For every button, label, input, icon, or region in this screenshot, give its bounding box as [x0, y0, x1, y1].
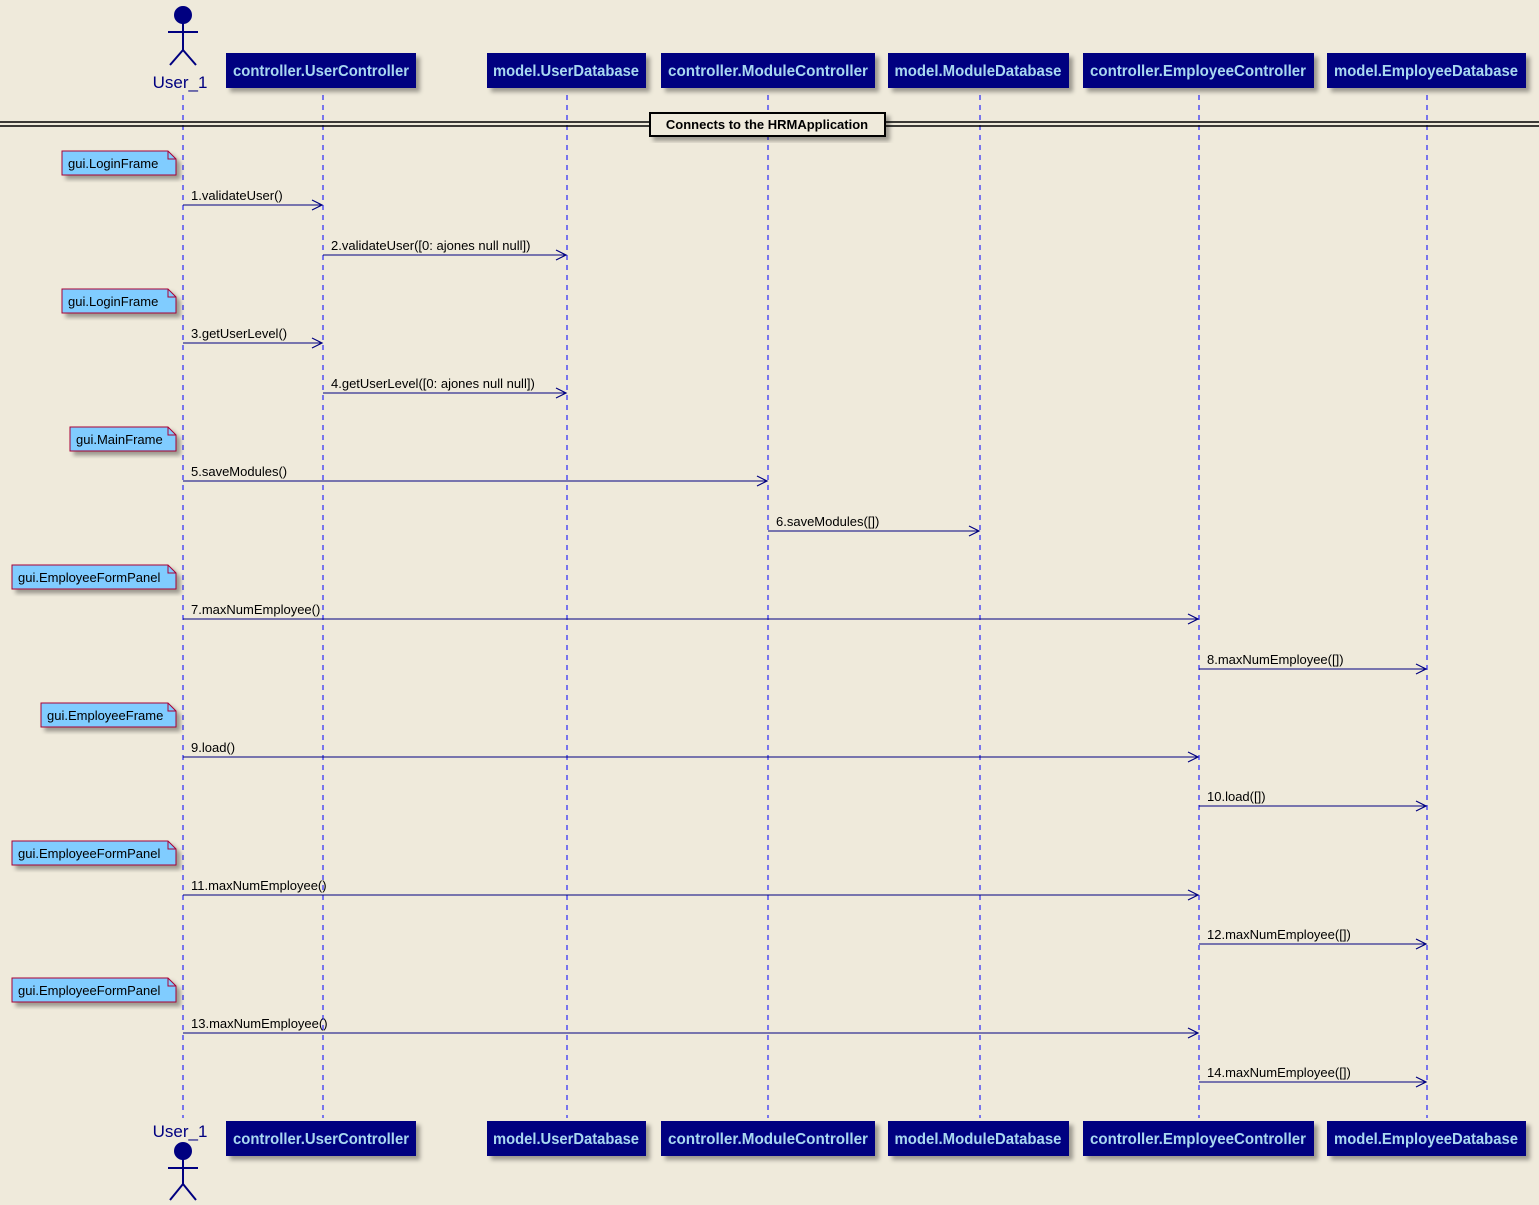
arrow-head-icon [1187, 613, 1200, 625]
message-label: 11.maxNumEmployee() [191, 878, 327, 893]
arrow-head-icon [1415, 663, 1428, 675]
arrow-head-icon [1187, 1027, 1200, 1039]
message: 3.getUserLevel() [183, 326, 324, 349]
participant-user-controller-bottom[interactable]: controller.UserController [226, 1121, 416, 1156]
actor-figure-icon [168, 6, 198, 66]
note: gui.EmployeeFrame [40, 702, 177, 728]
note: gui.LoginFrame [61, 150, 177, 176]
arrow-head-icon [311, 199, 324, 211]
note: gui.EmployeeFormPanel [11, 840, 177, 866]
actor-user-1-bottom[interactable]: User_1 [153, 1122, 208, 1201]
arrow-head-icon [968, 525, 981, 537]
message-label: 5.saveModules() [191, 464, 287, 479]
actor-label: User_1 [153, 1122, 208, 1141]
participant-user-database-top[interactable]: model.UserDatabase [487, 53, 646, 88]
note: gui.EmployeeFormPanel [11, 977, 177, 1003]
arrow-head-icon [311, 337, 324, 349]
participant-module-database-bottom[interactable]: model.ModuleDatabase [888, 1121, 1069, 1156]
note-label: gui.EmployeeFormPanel [18, 570, 160, 585]
note-label: gui.EmployeeFormPanel [18, 983, 160, 998]
message: 6.saveModules([]) [768, 514, 981, 537]
actor-label: User_1 [153, 73, 208, 92]
message: 2.validateUser([0: ajones null null]) [323, 238, 568, 261]
actor-figure-icon [168, 1142, 198, 1201]
arrow-head-icon [1187, 751, 1200, 763]
participant-module-controller-top[interactable]: controller.ModuleController [661, 53, 875, 88]
participant-label: model.EmployeeDatabase [1334, 1131, 1518, 1148]
participant-employee-database-bottom[interactable]: model.EmployeeDatabase [1327, 1121, 1526, 1156]
notes: gui.LoginFrame gui.LoginFrame gui.MainFram… [11, 150, 177, 1003]
message: 4.getUserLevel([0: ajones null null]) [323, 376, 568, 399]
participant-module-controller-bottom[interactable]: controller.ModuleController [661, 1121, 875, 1156]
participant-label: controller.EmployeeController [1090, 63, 1306, 80]
message-label: 4.getUserLevel([0: ajones null null]) [331, 376, 535, 391]
message-label: 1.validateUser() [191, 188, 283, 203]
arrow-head-icon [1415, 1076, 1428, 1088]
participant-label: model.ModuleDatabase [895, 1131, 1062, 1148]
arrow-head-icon [1187, 889, 1200, 901]
participant-label: controller.EmployeeController [1090, 1131, 1306, 1148]
message: 10.load([]) [1199, 789, 1428, 812]
message-label: 7.maxNumEmployee() [191, 602, 320, 617]
participant-label: model.UserDatabase [493, 1131, 639, 1148]
arrow-head-icon [555, 387, 568, 399]
note-label: gui.LoginFrame [68, 294, 158, 309]
arrow-head-icon [1415, 938, 1428, 950]
participant-user-database-bottom[interactable]: model.UserDatabase [487, 1121, 646, 1156]
message-label: 14.maxNumEmployee([]) [1207, 1065, 1351, 1080]
note: gui.MainFrame [69, 426, 177, 452]
note: gui.EmployeeFormPanel [11, 564, 177, 590]
note-label: gui.MainFrame [76, 432, 163, 447]
message-label: 6.saveModules([]) [776, 514, 879, 529]
participant-module-database-top[interactable]: model.ModuleDatabase [888, 53, 1069, 88]
participant-label: model.UserDatabase [493, 63, 639, 80]
participant-label: controller.UserController [233, 63, 409, 80]
message-label: 2.validateUser([0: ajones null null]) [331, 238, 530, 253]
divider-label: Connects to the HRMApplication [666, 117, 868, 132]
participant-employee-database-top[interactable]: model.EmployeeDatabase [1327, 53, 1526, 88]
arrow-head-icon [1415, 800, 1428, 812]
participant-label: controller.ModuleController [668, 1131, 868, 1148]
message: 7.maxNumEmployee() [183, 602, 1200, 625]
participant-label: model.EmployeeDatabase [1334, 63, 1518, 80]
actor-user-1-top[interactable]: User_1 [153, 6, 208, 92]
message: 13.maxNumEmployee() [183, 1016, 1200, 1039]
participant-employee-controller-bottom[interactable]: controller.EmployeeController [1083, 1121, 1314, 1156]
participant-label: model.ModuleDatabase [895, 63, 1062, 80]
messages: 1.validateUser() 2.validateUser([0: ajone… [183, 188, 1428, 1088]
note-label: gui.LoginFrame [68, 156, 158, 171]
participant-user-controller-top[interactable]: controller.UserController [226, 53, 416, 88]
message: 9.load() [183, 740, 1200, 763]
lifelines [182, 95, 1428, 1118]
arrow-head-icon [555, 249, 568, 261]
participant-employee-controller-top[interactable]: controller.EmployeeController [1083, 53, 1314, 88]
note-label: gui.EmployeeFormPanel [18, 846, 160, 861]
message-label: 13.maxNumEmployee() [191, 1016, 328, 1031]
message-label: 8.maxNumEmployee([]) [1207, 652, 1344, 667]
message: 12.maxNumEmployee([]) [1199, 927, 1428, 950]
message-label: 3.getUserLevel() [191, 326, 287, 341]
message: 1.validateUser() [183, 188, 324, 211]
participant-label: controller.ModuleController [668, 63, 868, 80]
message-label: 10.load([]) [1207, 789, 1266, 804]
participant-label: controller.UserController [233, 1131, 409, 1148]
note: gui.LoginFrame [61, 288, 177, 314]
note-label: gui.EmployeeFrame [47, 708, 163, 723]
message: 14.maxNumEmployee([]) [1199, 1065, 1428, 1088]
message: 11.maxNumEmployee() [183, 878, 1200, 901]
message-label: 12.maxNumEmployee([]) [1207, 927, 1351, 942]
divider: Connects to the HRMApplication [0, 112, 1539, 137]
message-label: 9.load() [191, 740, 235, 755]
arrow-head-icon [756, 475, 769, 487]
message: 8.maxNumEmployee([]) [1199, 652, 1428, 675]
message: 5.saveModules() [183, 464, 769, 487]
